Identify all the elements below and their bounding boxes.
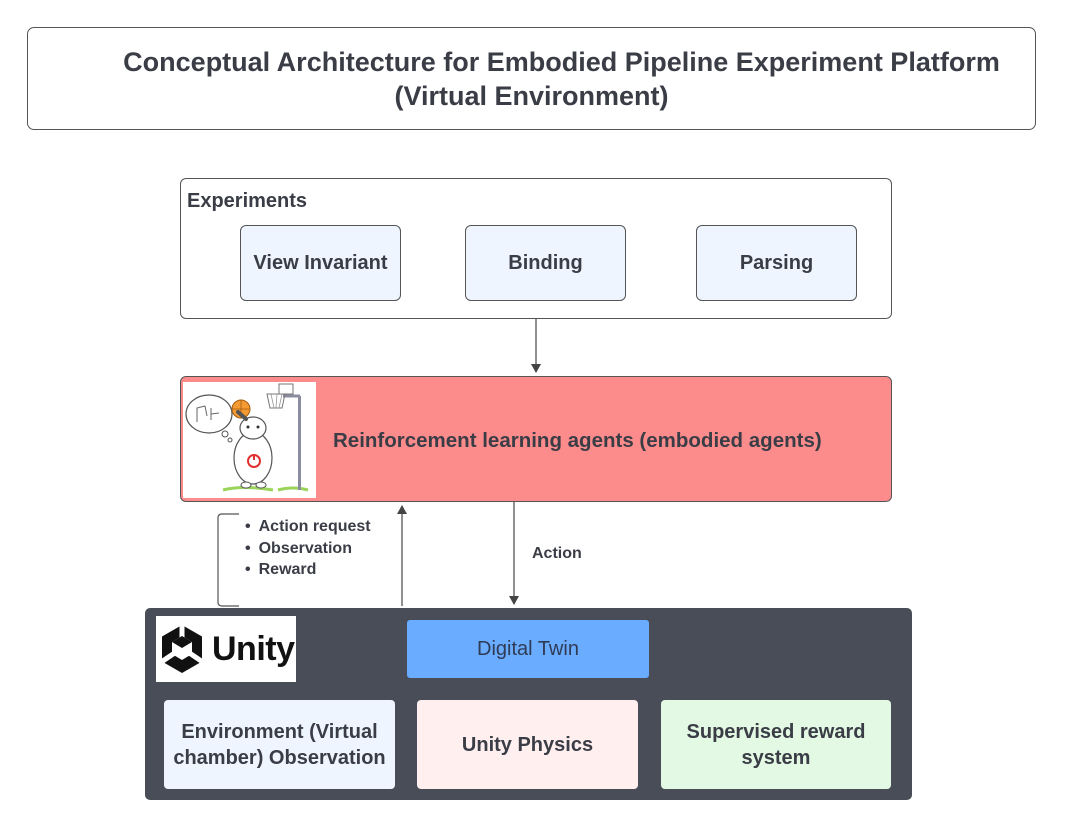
unity-physics-box: Unity Physics bbox=[417, 700, 638, 789]
diagram-subtitle: (Virtual Environment) bbox=[394, 80, 669, 111]
feedback-reward: Reward bbox=[245, 559, 371, 581]
agent-illustration bbox=[183, 382, 316, 498]
feedback-bracket bbox=[217, 513, 239, 607]
action-label: Action bbox=[532, 545, 582, 562]
robot-basketball-icon bbox=[185, 383, 309, 492]
unity-cube-icon bbox=[160, 625, 204, 673]
experiment-parsing: Parsing bbox=[696, 225, 857, 301]
rl-agents-label: Reinforcement learning agents (embodied … bbox=[333, 429, 822, 452]
unity-logo: Unity bbox=[156, 616, 296, 682]
unity-panel: Unity Digital Twin Environment (Virtual … bbox=[145, 608, 912, 800]
title-box: Conceptual Architecture for Embodied Pip… bbox=[27, 27, 1036, 130]
environment-box: Environment (Virtual chamber) Observatio… bbox=[164, 700, 395, 789]
feedback-observation: Observation bbox=[245, 538, 371, 560]
digital-twin-box: Digital Twin bbox=[407, 620, 649, 678]
feedback-action-request: Action request bbox=[245, 516, 371, 538]
experiment-view-invariant: View Invariant bbox=[240, 225, 401, 301]
diagram-title: Conceptual Architecture for Embodied Pip… bbox=[123, 46, 1000, 77]
experiment-binding: Binding bbox=[465, 225, 626, 301]
rl-agents-box: Reinforcement learning agents (embodied … bbox=[180, 376, 892, 502]
experiments-box: Experiments View Invariant Binding Parsi… bbox=[180, 178, 892, 319]
reward-system-box: Supervised reward system bbox=[661, 700, 891, 789]
unity-logo-text: Unity bbox=[212, 629, 295, 668]
experiments-label: Experiments bbox=[187, 190, 308, 212]
feedback-list: Action request Observation Reward bbox=[245, 516, 371, 581]
